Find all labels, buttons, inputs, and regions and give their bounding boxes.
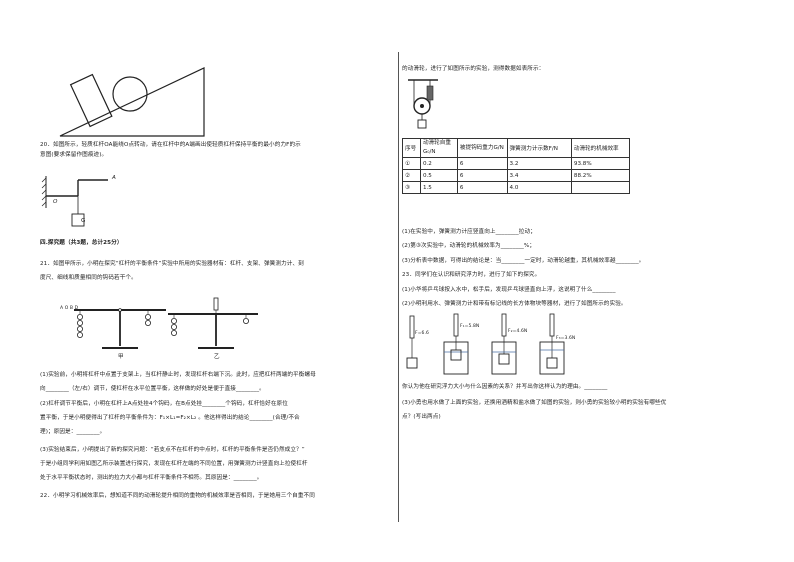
q22-s2: (2)第③次实验中，动滑轮的机械效率为________%； bbox=[402, 243, 536, 249]
lever-balance-figure-yi bbox=[168, 297, 258, 349]
pulley-data-table: 序号 动滑轮自重G₀/N 被提钩码重力G/N 弹簧测力计示数F/N 动滑轮的机械… bbox=[402, 138, 631, 194]
table-cell: 6 bbox=[456, 169, 508, 182]
lever-balance-figure-jia bbox=[74, 308, 166, 349]
table-cell: 93.8% bbox=[570, 157, 631, 170]
table-row: ③ 1.5 6 4.0 bbox=[402, 181, 631, 194]
q22-intro-1: 22．小明学习机械效率后，想知道不同的动滑轮提升相同的重物的机械效率是否相同，于… bbox=[40, 493, 315, 499]
fig-jia-label: 甲 bbox=[118, 354, 124, 360]
table-header-cell: 被提钩码重力G/N bbox=[456, 138, 508, 158]
table-row: ② 0.5 6 3.4 88.2% bbox=[402, 169, 631, 182]
table-cell: 0.2 bbox=[419, 157, 458, 170]
q21-s3a: (3)实验结束后，小明提出了新的探究问题：“若支点不在杠杆的中点时，杠杆的平衡条… bbox=[40, 447, 305, 453]
q23-s3b: 点？(写出两点) bbox=[402, 414, 441, 420]
label-G: G bbox=[81, 218, 86, 224]
q21-s3c: 处于水平平衡状态时，测出的拉力大小都与杠杆平衡条件不相符。其原因是：______… bbox=[40, 475, 263, 481]
force-label-4: F₃=3.6N bbox=[556, 336, 576, 341]
q21-intro-2: 度尺、细线和质量相同的钩码若干个。 bbox=[40, 275, 137, 281]
q21-intro-1: 21．如图甲所示，小明在探究“杠杆的平衡条件”实验中所用的实验器材有：杠杆、支架… bbox=[40, 261, 304, 267]
q21-s1a: (1)实验前，小明将杠杆中点置于支架上，当杠杆静止时，发现杠杆右端下沉。此时，应… bbox=[40, 372, 316, 378]
fig-jia-letters: A O B D bbox=[60, 306, 79, 311]
table-header-cell: 动滑轮自重G₀/N bbox=[419, 138, 458, 158]
fig-yi-label: 乙 bbox=[214, 354, 220, 360]
q23-intro: 23．同学们在认识和研究浮力时，进行了如下的探究。 bbox=[402, 272, 541, 278]
table-cell: 4.0 bbox=[506, 181, 572, 194]
q22-s1: (1)在实验中，弹簧测力计应竖直向上________拉动； bbox=[402, 229, 536, 235]
q23-s2: (2)小明利用水、弹簧测力计和带有标记线的长方体物块等器材，进行了如图所示的实验… bbox=[402, 301, 627, 307]
table-header-row: 序号 动滑轮自重G₀/N 被提钩码重力G/N 弹簧测力计示数F/N 动滑轮的机械… bbox=[402, 138, 631, 158]
table-cell: ① bbox=[402, 157, 421, 170]
q21-s2b: 置平衡，于是小明便得出了杠杆的平衡条件为：F₁×L₁=F₂×L₂ 。他这样得出的… bbox=[40, 415, 300, 421]
table-cell bbox=[570, 181, 631, 194]
q21-s3b: 于是小组同学利用如图乙所示装置进行探究，发现在杠杆左端的不同位置，用弹簧测力计竖… bbox=[40, 461, 308, 467]
table-cell: 3.4 bbox=[506, 169, 572, 182]
table-header-cell: 序号 bbox=[402, 138, 421, 158]
table-header-cell: 弹簧测力计示数F/N bbox=[506, 138, 572, 158]
lever-figure bbox=[41, 176, 108, 227]
table-cell: 0.5 bbox=[419, 169, 458, 182]
table-cell: ② bbox=[402, 169, 421, 182]
q20-text: 20．如图所示，轻质杠杆OA能绕O点转动，请在杠杆中的A端画出使轻质杠杆保持平衡… bbox=[40, 142, 301, 148]
incline-figure bbox=[59, 67, 205, 137]
q21-s2c: 理)；原因是：________。 bbox=[40, 429, 106, 435]
force-label-2: F₁=5.8N bbox=[460, 324, 480, 329]
q23-s2-question: 你认为他在研究浮力大小与什么因素的关系？并写出你这样认为的理由。________ bbox=[402, 384, 608, 390]
table-cell: 6 bbox=[456, 181, 508, 194]
section4-title: 四.探究题（共3题，总计25分） bbox=[40, 240, 123, 246]
force-label-3: F₂=4.6N bbox=[508, 329, 528, 334]
table-row: ① 0.2 6 3.2 93.8% bbox=[402, 157, 631, 170]
table-header-cell: 动滑轮的机械效率 bbox=[570, 138, 631, 158]
label-A: A bbox=[112, 175, 116, 181]
q23-s3a: (3)小勇也用水做了上面的实验，还换用酒精和盐水做了如图的实验，则小勇的实验较小… bbox=[402, 400, 667, 406]
label-O: O bbox=[53, 199, 58, 205]
q20-text-2: 意图(要求保留作图痕迹)。 bbox=[40, 152, 108, 158]
left-column: 20．如图所示，轻质杠杆OA能绕O点转动，请在杠杆中的A端画出使轻质杠杆保持平衡… bbox=[40, 0, 395, 562]
table-cell: 1.5 bbox=[419, 181, 458, 194]
q21-s2a: (2)杠杆调节平衡后，小明在杠杆上A点处挂4个钩码，在B点处挂________个… bbox=[40, 401, 288, 407]
table-cell: 6 bbox=[456, 157, 508, 170]
table-cell: 3.2 bbox=[506, 157, 572, 170]
buoyancy-figure bbox=[406, 313, 565, 375]
force-label-1: F=6.6 bbox=[415, 331, 430, 336]
q23-s1: (1)小华将乒乓球按入水中，松手后，发现乒乓球竖直向上浮，这说明了什么_____… bbox=[402, 287, 616, 293]
column-divider bbox=[398, 52, 399, 522]
right-column: 的动滑轮，进行了如图所示的实验，测得数据如表所示： 序号 动滑轮自重G₀/N 被… bbox=[402, 0, 762, 562]
q22-s3: (3)分析表中数据，可得出的结论是：当________一定时，动滑轮越重，其机械… bbox=[402, 258, 645, 264]
table-cell: 88.2% bbox=[570, 169, 631, 182]
q22-intro-2: 的动滑轮，进行了如图所示的实验，测得数据如表所示： bbox=[402, 66, 545, 72]
pulley-figure bbox=[408, 79, 438, 129]
table-cell: ③ bbox=[402, 181, 421, 194]
q21-s1b: 向________（左/右）调节，使杠杆在水平位置平衡，这样做的好处是便于直接_… bbox=[40, 386, 265, 392]
